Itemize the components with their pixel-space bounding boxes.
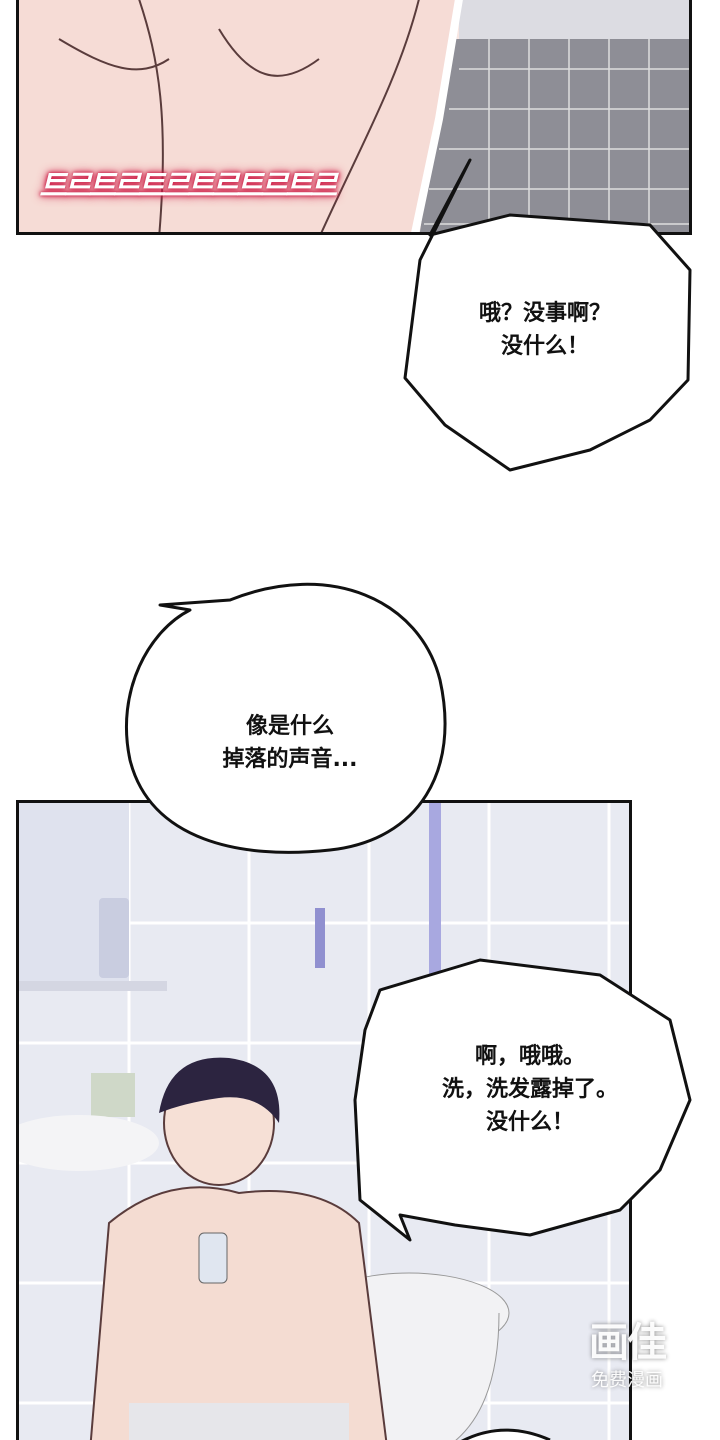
speech-line: 掉落的声音... <box>222 747 358 772</box>
speech-bubble-3 <box>353 958 692 1242</box>
speech-text-2: 像是什么 掉落的声音... <box>180 710 400 776</box>
speech-line: 没什么！ <box>485 1110 574 1135</box>
speech-line: 啊，哦哦。 <box>474 1044 585 1069</box>
sound-effect-text: 트르트르트르트르트르트르 <box>39 169 337 204</box>
speech-line: 没什么！ <box>500 334 589 359</box>
speech-text-3: 啊，哦哦。 洗，洗发露掉了。 没什么！ <box>405 1040 655 1139</box>
speech-bubble-1 <box>403 158 692 472</box>
speech-text-1: 哦？没事啊？ 没什么！ <box>445 297 645 363</box>
speech-line: 像是什么 <box>245 714 334 739</box>
panel1-art <box>19 0 689 232</box>
watermark-subtitle: 免费漫画 <box>591 1370 663 1391</box>
speech-line: 洗，洗发露掉了。 <box>441 1077 618 1102</box>
speech-bubble-4-edge <box>461 1428 551 1440</box>
panel-bathroom-floor: 트르트르트르트르트르트르 <box>16 0 692 235</box>
panel2-art <box>19 803 629 1440</box>
speech-line: 哦？没事啊？ <box>478 301 611 326</box>
watermark: 画佳 免费漫画 <box>562 1318 692 1394</box>
watermark-logo: 画佳 <box>589 1320 667 1366</box>
speech-bubble-2 <box>125 582 447 854</box>
